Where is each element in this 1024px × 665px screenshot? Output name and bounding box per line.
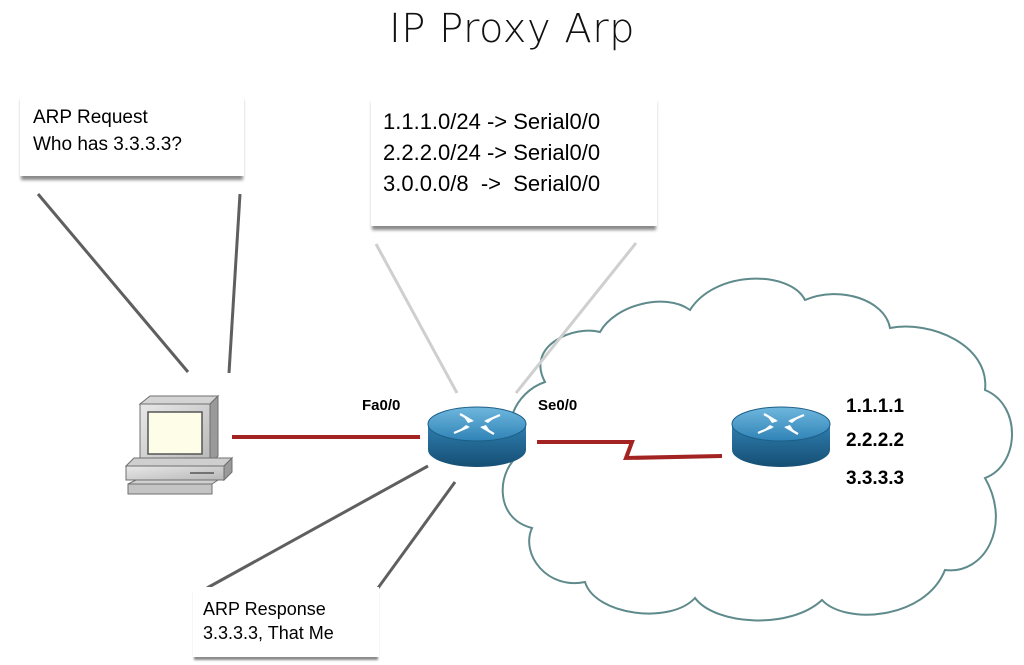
arp-request-leader-right xyxy=(227,193,242,374)
router-icon xyxy=(427,406,527,467)
remote-router-icon xyxy=(731,406,831,467)
arp-response-callout: ARP Response 3.3.3.3, That Me xyxy=(193,587,379,657)
remote-address: 3.3.3.3 xyxy=(846,468,905,489)
arp-response-line-2: 3.3.3.3, That Me xyxy=(203,623,334,643)
diagram-title: IP Proxy Arp xyxy=(388,6,636,52)
arp-request-line-2: Who has 3.3.3.3? xyxy=(33,134,182,155)
remote-address: 2.2.2.2 xyxy=(846,430,905,451)
routes-leader-left xyxy=(374,243,459,394)
remote-address: 1.1.1.1 xyxy=(846,396,905,417)
arp-request-line-1: ARP Request xyxy=(33,107,148,128)
pc-icon xyxy=(124,394,234,495)
serial-link xyxy=(537,440,723,461)
arp-response-leader-left xyxy=(206,464,429,590)
arp-response-leader-right xyxy=(376,481,457,589)
interface-label-se0-0: Se0/0 xyxy=(538,397,578,414)
route-entry: 2.2.2.0/24 -> Serial0/0 xyxy=(383,140,601,165)
interface-label-fa0-0: Fa0/0 xyxy=(362,397,401,414)
routing-table-callout: 1.1.1.0/24 -> Serial0/0 2.2.2.0/24 -> Se… xyxy=(371,96,657,226)
route-entry: 1.1.1.0/24 -> Serial0/0 xyxy=(383,109,601,134)
routes-leader-right xyxy=(514,242,638,394)
arp-request-callout: ARP Request Who has 3.3.3.3? xyxy=(20,94,244,176)
arp-response-line-1: ARP Response xyxy=(203,599,326,619)
arp-request-leader-left xyxy=(36,193,190,373)
route-entry: 3.0.0.0/8 -> Serial0/0 xyxy=(383,171,601,196)
